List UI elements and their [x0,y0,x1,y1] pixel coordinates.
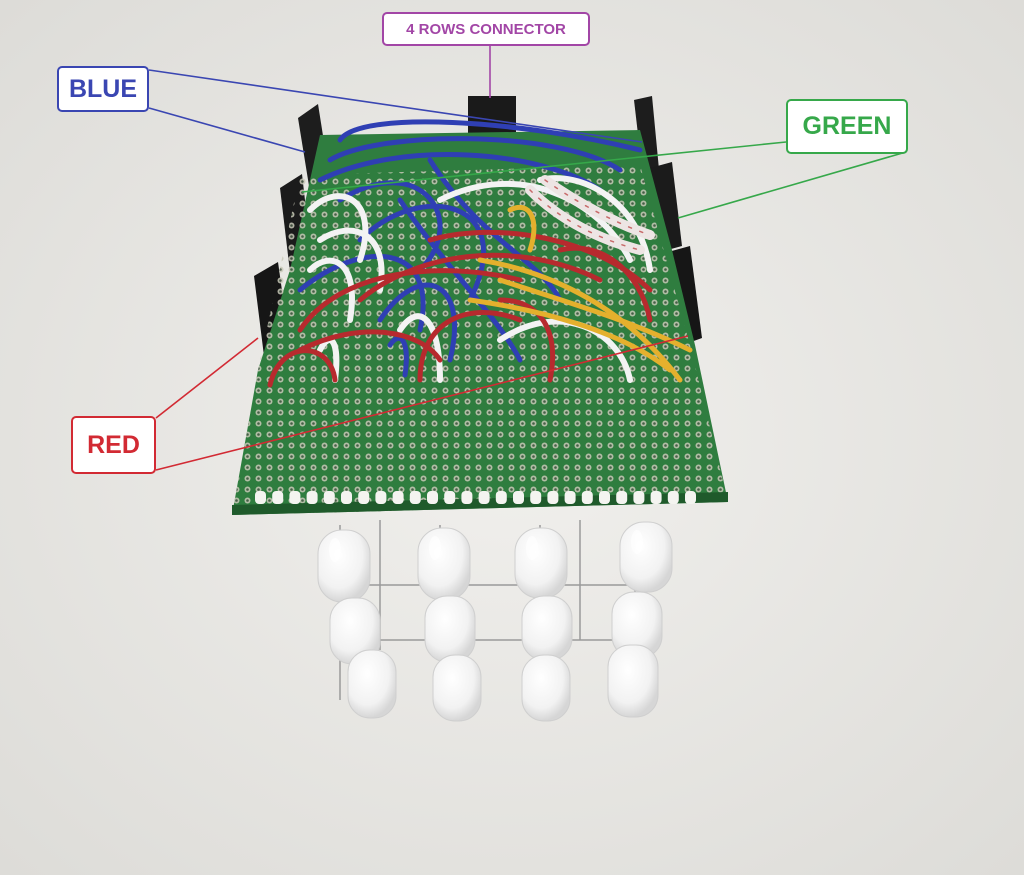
edge-pad [495,491,507,504]
edge-pad [272,491,284,504]
edge-pad [461,491,473,504]
edge-pad [289,491,301,504]
edge-pad [375,491,387,504]
edge-pad [392,491,404,504]
blue-callout: BLUE [57,66,149,112]
edge-pad [427,491,438,504]
edge-pad [650,491,662,504]
edge-pad [616,491,628,504]
red-leader-bottom [155,335,689,471]
edge-pad [478,491,490,504]
edge-pad [633,491,645,504]
edge-pad [444,491,456,504]
green-leader-left [301,141,787,193]
edge-pad [547,491,559,504]
wire-bundle [267,119,693,388]
edge-pad [513,491,524,504]
rows-connector-callout: 4 ROWS CONNECTOR [382,12,590,46]
edge-pad [306,491,318,504]
red-callout: RED [71,416,156,474]
edge-pad [581,491,593,504]
green-leader-right [677,151,907,219]
edge-pad [685,491,696,504]
edge-pad [255,491,266,504]
callout-leader-lines [148,46,907,471]
blue-leader-bottom [148,107,306,153]
edge-pad [530,491,542,504]
edge-pad [323,491,335,504]
edge-pad [358,491,370,504]
green-callout: GREEN [786,99,908,154]
edge-pad [599,491,610,504]
led-cube [317,520,673,722]
edge-pad [409,491,421,504]
edge-pad [341,491,352,504]
edge-pad [564,491,576,504]
red-leader-top [155,337,259,419]
edge-pad [667,491,679,504]
blue-leader-top [148,69,643,143]
